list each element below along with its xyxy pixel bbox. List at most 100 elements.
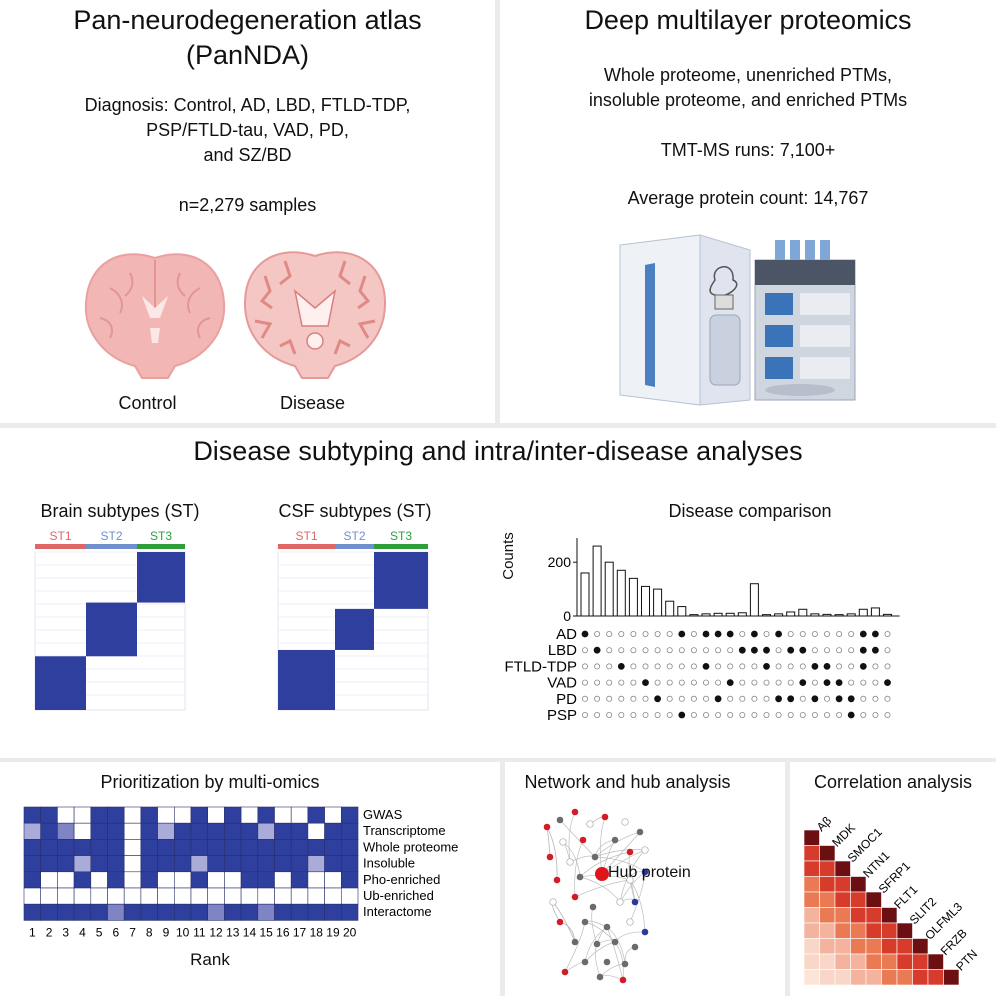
- prio-rank-label: 20: [343, 925, 357, 939]
- brain-bar-st2: [86, 544, 137, 549]
- prio-cell: [123, 871, 142, 889]
- prio-cell: [107, 871, 125, 889]
- chart-dot-empty: [775, 679, 782, 686]
- prio-cell: [90, 839, 108, 856]
- chart-bar-24: [858, 608, 868, 617]
- prio-cell: [107, 855, 125, 873]
- chart-dot-empty: [884, 631, 891, 638]
- prio-cell: [57, 822, 75, 840]
- prio-cell: [157, 822, 175, 840]
- chart-dot-empty: [811, 679, 818, 686]
- prio-rank-label: 10: [176, 925, 190, 939]
- chart-bar-25: [870, 607, 880, 617]
- chart-dot-filled: [702, 662, 710, 670]
- network-node: [579, 836, 587, 844]
- chart-bar-2: [592, 545, 602, 617]
- network-node: [611, 836, 619, 844]
- chart-bar-11: [701, 613, 711, 617]
- sample-count: n=2,279 samples: [178, 195, 317, 215]
- chart-dot-empty: [715, 711, 722, 718]
- disease-comparison-title: Disease comparison: [668, 501, 832, 521]
- prio-cell: [190, 822, 209, 840]
- chart-dot-empty: [582, 663, 589, 670]
- prio-cell: [207, 903, 225, 921]
- prio-cell: [307, 822, 325, 840]
- prio-cell: [340, 806, 359, 824]
- prio-cell: [140, 822, 158, 840]
- chart-y-tick-label: 200: [548, 554, 572, 570]
- control-brain-illustration: [84, 253, 226, 379]
- chart-dot-empty: [836, 711, 843, 718]
- prio-cell: [340, 871, 359, 889]
- chart-dot-filled: [811, 695, 819, 703]
- chart-dot-filled: [738, 646, 746, 654]
- prio-cell: [207, 855, 225, 873]
- prio-cell: [123, 806, 142, 824]
- network-node: [571, 808, 579, 816]
- chart-bar-7: [653, 588, 663, 617]
- chart-dot-empty: [848, 679, 855, 686]
- prio-rank-label: 1: [29, 925, 36, 939]
- corr-cell: [881, 938, 898, 955]
- brain-label-st1: ST1: [49, 529, 71, 543]
- chart-dot-empty: [848, 647, 855, 654]
- chart-dot-empty: [690, 647, 697, 654]
- brain-label-st2: ST2: [100, 529, 122, 543]
- chart-dot-filled: [835, 679, 843, 687]
- prio-cell: [157, 855, 175, 873]
- corr-cell: [912, 969, 929, 986]
- prio-cell: [340, 903, 359, 921]
- network-node: [621, 960, 629, 968]
- network-edge: [568, 811, 576, 863]
- chart-dot-filled: [871, 630, 879, 638]
- csf-label-st2: ST2: [343, 529, 365, 543]
- chart-dot-empty: [642, 631, 649, 638]
- chart-dot-empty: [606, 679, 613, 686]
- prio-cell: [307, 806, 325, 824]
- chart-row-label-pd: PD: [556, 691, 577, 708]
- network-node: [641, 928, 649, 936]
- chart-dot-empty: [884, 695, 891, 702]
- prio-cell: [57, 903, 75, 921]
- chart-dot-empty: [606, 711, 613, 718]
- csf-bar-st3: [374, 544, 428, 549]
- chart-bar-10: [689, 614, 699, 617]
- prio-cell: [23, 887, 42, 905]
- prio-cell: [73, 806, 92, 824]
- corr-cell: [819, 922, 836, 939]
- network-node: [641, 846, 649, 854]
- corr-cell: [865, 969, 882, 986]
- prio-cell: [157, 871, 175, 889]
- chart-bar-15: [749, 583, 759, 617]
- network-node: [631, 943, 639, 951]
- diagnosis-line3: and SZ/BD: [203, 145, 292, 165]
- corr-cell: [896, 953, 913, 970]
- chart-dot-empty: [702, 711, 709, 718]
- network-edge: [594, 831, 641, 858]
- brain-subtypes-title: Brain subtypes (ST): [40, 501, 200, 521]
- chart-dot-empty: [690, 711, 697, 718]
- prio-cell: [140, 855, 158, 873]
- prio-cell: [157, 887, 175, 905]
- chart-bar-3: [604, 561, 614, 617]
- prio-cell: [324, 871, 342, 889]
- chart-dot-empty: [884, 663, 891, 670]
- chart-dot-empty: [654, 647, 661, 654]
- chart-dot-filled: [859, 646, 867, 654]
- chart-dot-empty: [836, 631, 843, 638]
- chart-dot-empty: [823, 695, 830, 702]
- prio-cell: [207, 822, 225, 840]
- network-edge: [614, 941, 624, 981]
- prio-cell: [40, 903, 58, 921]
- prio-cell: [174, 822, 192, 840]
- prio-cell: [140, 806, 158, 824]
- prio-cell: [274, 822, 292, 840]
- chart-bar-19: [798, 608, 808, 617]
- prio-cell: [174, 887, 192, 905]
- hub-protein-node: [595, 867, 609, 881]
- csf-subtypes-title: CSF subtypes (ST): [278, 501, 432, 521]
- network-edge: [552, 901, 576, 943]
- chart-dot-filled: [799, 646, 807, 654]
- prio-cell: [257, 871, 275, 889]
